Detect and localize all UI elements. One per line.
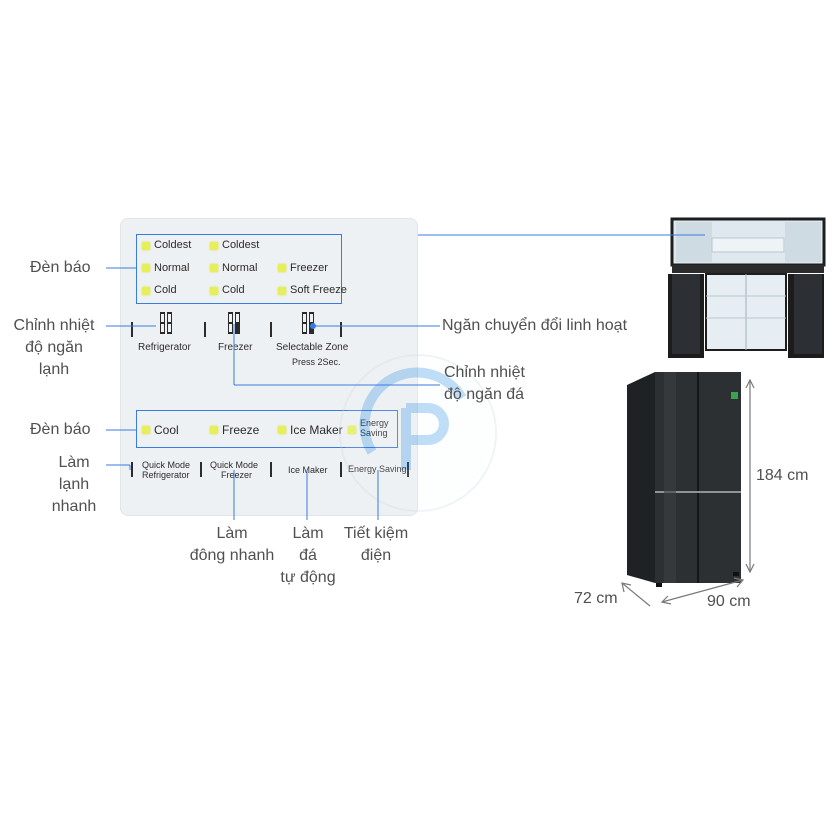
- energy-saving-callout: Tiết kiệm điện: [330, 523, 422, 567]
- quick-mode-freezer-button-label[interactable]: Freezer: [221, 470, 253, 480]
- depth-dimension-label: 72 cm: [574, 590, 618, 607]
- indicator-label: Saving: [360, 428, 388, 438]
- selectable-zone-button-label[interactable]: Selectable Zone: [276, 342, 349, 353]
- callout-line-text: lạnh: [58, 476, 90, 493]
- indicator-label: Cool: [154, 423, 179, 437]
- led-indicator: [210, 264, 218, 272]
- callout-line-text: Tiết kiệm: [343, 525, 409, 542]
- flex-zone-callout: Ngăn chuyển đổi linh hoạt: [442, 317, 628, 334]
- led-indicator: [278, 264, 286, 272]
- quick-cool-callout: Làm lạnh nhanh: [36, 452, 112, 518]
- separator: [200, 462, 202, 477]
- top-indicator-box: [136, 234, 342, 304]
- open-fridge-illustration: [668, 217, 826, 358]
- refrigerator-temp-button-icon[interactable]: [160, 312, 172, 334]
- quick-freeze-callout: Làm đông nhanh: [180, 523, 284, 567]
- callout-line-text: Chỉnh nhiệt: [13, 317, 95, 334]
- callout-line-text: đá: [299, 547, 317, 564]
- led-indicator: [348, 426, 356, 434]
- ice-maker-button-label[interactable]: Ice Maker: [288, 465, 328, 475]
- callout-line-text: Làm: [292, 525, 324, 542]
- separator: [131, 322, 133, 337]
- led-indicator: [210, 426, 218, 434]
- refrigerator-button-label[interactable]: Refrigerator: [138, 342, 191, 353]
- separator: [340, 462, 342, 477]
- callout-line-text: Chỉnh nhiệt: [444, 364, 525, 381]
- energy-saving-button-label[interactable]: Energy Saving: [348, 464, 407, 474]
- indicator-label: Soft Freeze: [290, 284, 347, 296]
- led-indicator: [210, 287, 218, 295]
- callout-line-text: nhanh: [51, 498, 97, 515]
- quick-mode-refrigerator-button-label[interactable]: Quick Mode: [142, 460, 191, 470]
- callout-line-text: Làm: [216, 525, 248, 542]
- led-indicator: [278, 287, 286, 295]
- indicator-top-callout: Đèn báo: [30, 259, 91, 276]
- led-indicator: [142, 426, 150, 434]
- led-indicator: [210, 242, 218, 250]
- quick-mode-refrigerator-button-label[interactable]: Refrigerator: [142, 470, 190, 480]
- indicator-label: Ice Maker: [290, 423, 343, 437]
- callout-line-text: đông nhanh: [189, 547, 275, 564]
- indicator-label: Coldest: [154, 239, 192, 251]
- quick-mode-freezer-button-label[interactable]: Quick Mode: [210, 460, 259, 470]
- control-panel: Coldest Normal Cold Coldest Normal Cold …: [120, 218, 418, 516]
- height-dimension-label: 184 cm: [756, 467, 809, 484]
- freezer-temp-callout: Chỉnh nhiệt độ ngăn đá: [444, 362, 525, 406]
- selectable-zone-hint: Press 2Sec.: [292, 357, 341, 367]
- callout-line-text: lạnh: [38, 361, 70, 378]
- led-indicator: [142, 287, 150, 295]
- indicator-label: Coldest: [222, 239, 260, 251]
- callout-line-text: Làm: [58, 454, 90, 471]
- indicator-bottom-callout: Đèn báo: [30, 421, 91, 438]
- dimension-lines: [621, 378, 755, 607]
- separator: [340, 322, 342, 337]
- ice-maker-callout: Làm đá tự động: [270, 523, 346, 589]
- indicator-label: Energy: [360, 418, 389, 428]
- separator: [407, 462, 409, 477]
- led-indicator: [278, 426, 286, 434]
- led-indicator: [142, 242, 150, 250]
- indicator-label: Normal: [222, 262, 258, 274]
- closed-fridge-illustration: [627, 372, 741, 587]
- separator: [270, 322, 272, 337]
- callout-line-text: độ ngăn đá: [444, 386, 525, 403]
- separator: [204, 322, 206, 337]
- indicator-label: Normal: [154, 262, 190, 274]
- callout-line-text: điện: [360, 547, 392, 564]
- led-indicator: [142, 264, 150, 272]
- callout-line-text: tự động: [280, 569, 336, 586]
- watermark-logo: [339, 354, 497, 512]
- separator: [270, 462, 272, 477]
- bottom-indicator-box: [136, 410, 398, 448]
- indicator-label: Cold: [154, 284, 177, 296]
- callout-lines: [106, 234, 705, 520]
- freezer-temp-button-icon[interactable]: [228, 312, 240, 334]
- indicator-label: Cold: [222, 284, 245, 296]
- callout-line-text: độ ngăn: [25, 339, 83, 356]
- fridge-temp-callout: Chỉnh nhiệt độ ngăn lạnh: [6, 315, 102, 381]
- width-dimension-label: 90 cm: [707, 593, 751, 610]
- separator: [131, 462, 133, 477]
- freezer-button-label[interactable]: Freezer: [218, 342, 253, 353]
- indicator-label: Freezer: [290, 262, 328, 274]
- selectable-zone-button-icon[interactable]: [302, 312, 314, 334]
- indicator-label: Freeze: [222, 423, 260, 437]
